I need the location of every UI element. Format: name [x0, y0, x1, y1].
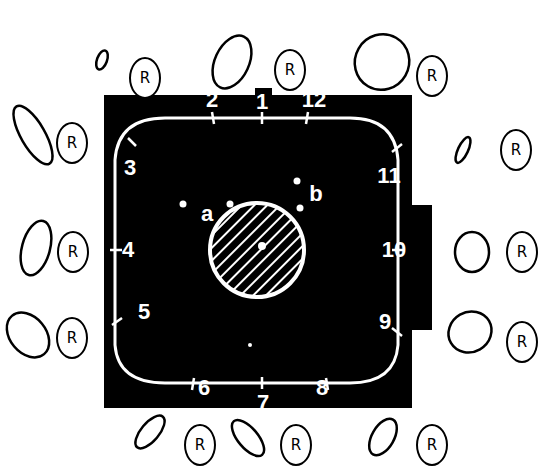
cell-ellipse: R — [129, 57, 161, 99]
clock-number: 11 — [377, 165, 400, 187]
clock-number: 7 — [257, 392, 269, 414]
clock-number: 8 — [316, 377, 328, 399]
cell-label: R — [291, 436, 301, 454]
cell-label: R — [140, 69, 150, 87]
clock-number: 12 — [302, 89, 326, 111]
cell-label: R — [195, 436, 205, 454]
cell-ellipse: R — [506, 231, 538, 273]
cell-ellipse: R — [506, 321, 538, 363]
cell-label: R — [427, 67, 437, 85]
clock-number: 9 — [379, 311, 391, 333]
clock-number: 4 — [122, 239, 134, 261]
cell-ellipse: R — [416, 55, 448, 97]
cell-label: R — [285, 61, 295, 79]
cell-label: R — [67, 134, 77, 152]
cell-label: R — [511, 141, 521, 159]
cell-ellipse: R — [56, 122, 88, 164]
cell-ellipse: R — [57, 231, 89, 273]
cell-label: R — [67, 329, 77, 347]
clock-number: 1 — [256, 91, 268, 113]
cell-label: R — [517, 333, 527, 351]
cell-ellipse: R — [500, 129, 532, 171]
point-label: b — [309, 183, 322, 205]
cell-ellipse: R — [280, 424, 312, 466]
cell-ellipse: R — [184, 424, 216, 466]
clock-number: 5 — [138, 301, 150, 323]
clock-number: 10 — [382, 239, 406, 261]
cell-label: R — [427, 436, 437, 454]
point-label: a — [201, 203, 213, 225]
clock-number: 6 — [198, 377, 210, 399]
cell-label: R — [68, 243, 78, 261]
clock-number: 2 — [206, 89, 218, 111]
cell-ellipse: R — [416, 424, 448, 466]
cell-ellipse: R — [56, 317, 88, 359]
cell-ellipse: R — [274, 49, 306, 91]
cell-label: R — [517, 243, 527, 261]
clock-number: 3 — [124, 157, 136, 179]
